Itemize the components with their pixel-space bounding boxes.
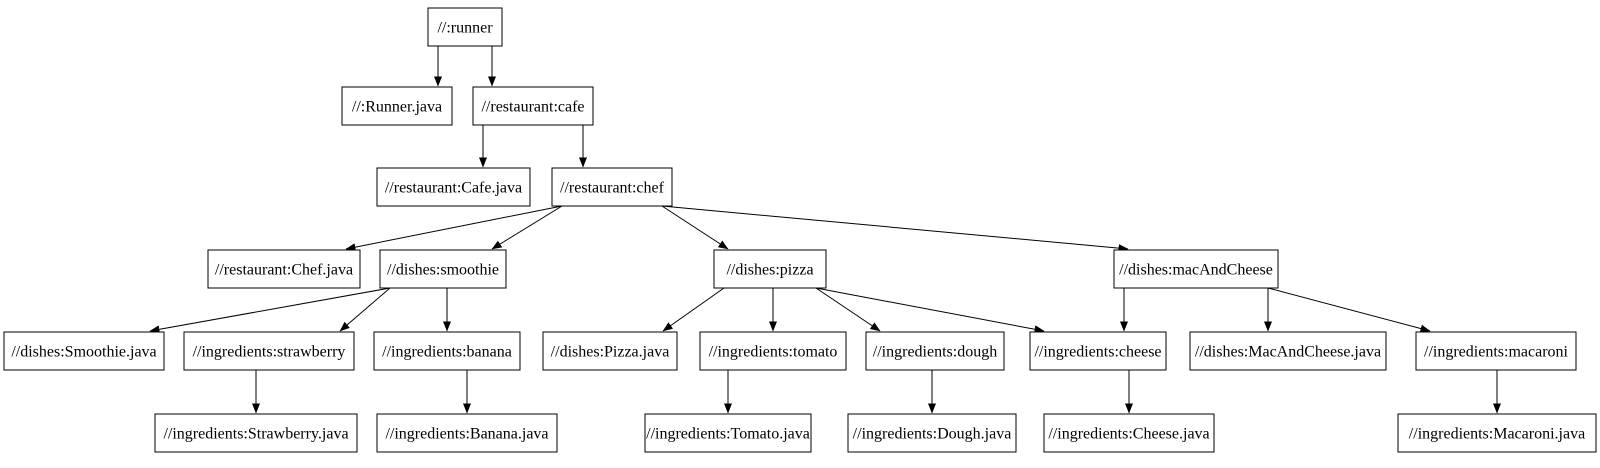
edge-pizza-to-pizza_java xyxy=(662,287,725,332)
node-cafe_java: //restaurant:Cafe.java xyxy=(376,167,531,207)
edge-smoothie-to-strawberry xyxy=(339,287,391,332)
node-pizza_java: //dishes:Pizza.java xyxy=(542,331,678,371)
node-label-mac_and_cheese_java: //dishes:MacAndCheese.java xyxy=(1195,344,1381,361)
node-mac_and_cheese_java: //dishes:MacAndCheese.java xyxy=(1189,331,1387,371)
node-banana_java: //ingredients:Banana.java xyxy=(376,413,558,453)
edge-chef-to-mac_and_cheese xyxy=(661,205,1129,253)
node-label-pizza_java: //dishes:Pizza.java xyxy=(551,344,670,361)
node-box-runner_java xyxy=(341,86,453,126)
node-box-dough_java xyxy=(847,413,1017,453)
node-chef_java: //restaurant:Chef.java xyxy=(207,249,361,289)
node-tomato_java: //ingredients:Tomato.java xyxy=(644,413,812,453)
node-label-pizza: //dishes:pizza xyxy=(726,262,813,279)
node-label-banana: //ingredients:banana xyxy=(382,344,512,361)
node-box-pizza xyxy=(713,249,827,289)
node-macaroni: //ingredients:macaroni xyxy=(1415,331,1577,371)
node-label-chef: //restaurant:chef xyxy=(560,180,665,197)
node-box-cafe xyxy=(472,86,594,126)
edge-pizza-to-dough xyxy=(815,287,881,332)
node-mac_and_cheese: //dishes:macAndCheese xyxy=(1113,249,1279,289)
node-box-banana_java xyxy=(376,413,558,453)
node-label-banana_java: //ingredients:Banana.java xyxy=(385,426,548,443)
node-macaroni_java: //ingredients:Macaroni.java xyxy=(1397,413,1597,453)
node-tomato: //ingredients:tomato xyxy=(699,331,847,371)
node-box-strawberry xyxy=(183,331,355,371)
nodes-layer: //:runner //:Runner.java //restaurant:cafe… xyxy=(3,7,1597,453)
edge-pizza-to-cheese xyxy=(815,287,1045,334)
node-box-mac_and_cheese xyxy=(1113,249,1279,289)
node-label-cheese_java: //ingredients:Cheese.java xyxy=(1048,426,1209,443)
node-runner: //:runner xyxy=(427,7,503,47)
node-dough_java: //ingredients:Dough.java xyxy=(847,413,1017,453)
node-box-smoothie xyxy=(379,249,507,289)
edge-chef-to-smoothie xyxy=(491,205,563,250)
node-label-strawberry_java: //ingredients:Strawberry.java xyxy=(163,426,348,443)
node-strawberry: //ingredients:strawberry xyxy=(183,331,355,371)
node-box-mac_and_cheese_java xyxy=(1189,331,1387,371)
node-box-runner xyxy=(427,7,503,47)
node-label-runner_java: //:Runner.java xyxy=(352,99,442,116)
node-label-cheese: //ingredients:cheese xyxy=(1034,344,1161,361)
node-label-macaroni_java: //ingredients:Macaroni.java xyxy=(1409,426,1585,443)
node-smoothie: //dishes:smoothie xyxy=(379,249,507,289)
node-cafe: //restaurant:cafe xyxy=(472,86,594,126)
node-smoothie_java: //dishes:Smoothie.java xyxy=(3,331,165,371)
node-label-strawberry: //ingredients:strawberry xyxy=(193,344,346,361)
node-label-dough_java: //ingredients:Dough.java xyxy=(853,426,1012,443)
node-label-smoothie: //dishes:smoothie xyxy=(387,262,499,279)
node-box-macaroni_java xyxy=(1397,413,1597,453)
node-strawberry_java: //ingredients:Strawberry.java xyxy=(154,413,358,453)
node-cheese: //ingredients:cheese xyxy=(1029,331,1167,371)
edge-chef-to-pizza xyxy=(661,205,729,250)
node-label-cafe_java: //restaurant:Cafe.java xyxy=(385,180,522,197)
node-chef: //restaurant:chef xyxy=(551,167,673,207)
node-label-runner: //:runner xyxy=(437,20,493,37)
node-label-tomato: //ingredients:tomato xyxy=(709,344,838,361)
node-box-chef_java xyxy=(207,249,361,289)
node-dough: //ingredients:dough xyxy=(865,331,1005,371)
node-box-smoothie_java xyxy=(3,331,165,371)
node-box-cafe_java xyxy=(376,167,531,207)
node-label-smoothie_java: //dishes:Smoothie.java xyxy=(11,344,156,361)
node-cheese_java: //ingredients:Cheese.java xyxy=(1043,413,1215,453)
node-box-pizza_java xyxy=(542,331,678,371)
node-box-cheese xyxy=(1029,331,1167,371)
node-box-dough xyxy=(865,331,1005,371)
node-label-dough: //ingredients:dough xyxy=(873,344,997,361)
node-box-tomato xyxy=(699,331,847,371)
node-label-cafe: //restaurant:cafe xyxy=(481,99,584,116)
edge-smoothie-to-smoothie_java xyxy=(149,287,391,334)
node-box-strawberry_java xyxy=(154,413,358,453)
node-label-tomato_java: //ingredients:Tomato.java xyxy=(646,426,810,443)
edge-chef-to-chef_java xyxy=(345,205,563,252)
node-label-chef_java: //restaurant:Chef.java xyxy=(215,262,353,279)
node-box-cheese_java xyxy=(1043,413,1215,453)
node-box-chef xyxy=(551,167,673,207)
node-box-macaroni xyxy=(1415,331,1577,371)
node-pizza: //dishes:pizza xyxy=(713,249,827,289)
node-box-banana xyxy=(373,331,521,371)
node-banana: //ingredients:banana xyxy=(373,331,521,371)
node-label-macaroni: //ingredients:macaroni xyxy=(1424,344,1569,361)
edges-layer xyxy=(149,46,1501,414)
node-runner_java: //:Runner.java xyxy=(341,86,453,126)
edge-mac_and_cheese-to-macaroni xyxy=(1267,287,1431,333)
node-box-tomato_java xyxy=(644,413,812,453)
node-label-mac_and_cheese: //dishes:macAndCheese xyxy=(1119,262,1273,279)
